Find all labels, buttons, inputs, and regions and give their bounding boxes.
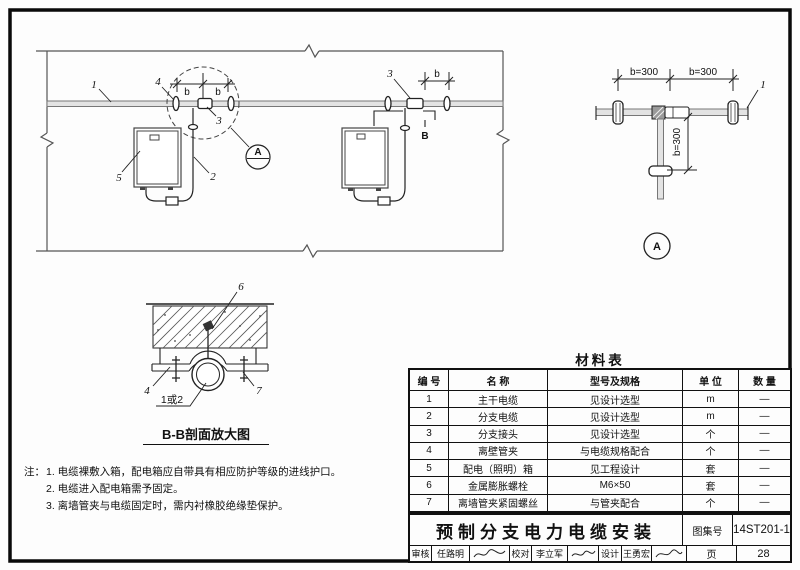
callout-1: 1	[91, 79, 97, 91]
cable-clamp	[727, 100, 739, 125]
detail-a-letter: A	[254, 147, 261, 158]
atlas-no-value: 14ST201-1	[732, 515, 790, 545]
design-label: 设计	[598, 546, 621, 561]
branch-joint	[197, 97, 213, 110]
title-block: 预制分支电力电缆安装 图集号 14ST201-1 审核 任路明 校对 李立军 设…	[408, 513, 792, 563]
right-branch-group: b 3 B B	[341, 68, 455, 206]
note-line-3: 3. 离墙管夹与电缆固定时，需内衬橡胶绝缘垫保护。	[46, 500, 289, 512]
sheet-border	[8, 8, 792, 563]
signature-scribble	[655, 548, 683, 557]
clamp-bolts	[172, 356, 248, 382]
dim-b-left-label: b	[184, 87, 190, 98]
design-name: 王勇宏	[621, 546, 651, 561]
dim-b300-vert: b=300	[672, 128, 683, 157]
table-row: 5 配电（照明）箱 见工程设计 套 —	[410, 459, 790, 477]
detail-a-bubble	[643, 232, 671, 260]
table-row: 7 离墙管夹紧固螺丝 与管夹配合 个 —	[410, 493, 790, 511]
review-label: 审核	[411, 549, 430, 559]
check-label: 校对	[509, 546, 531, 561]
detail-a-bubble-letter: A	[653, 241, 661, 253]
dim-b300-left: b=300	[630, 67, 659, 78]
expansion-bolt	[202, 320, 215, 332]
table-row: 2 分支电缆 见设计选型 m —	[410, 407, 790, 425]
header-no: 编 号	[417, 376, 441, 388]
branch-clamp	[399, 124, 411, 132]
table-row: 6 金属膨胀螺栓 M6×50 套 —	[410, 476, 790, 494]
dim-b300-right: b=300	[689, 67, 718, 78]
notes-block: 注： 1. 电缆裸敷入箱，配电箱应自带具有相应防护等级的进线护口。 2. 电缆进…	[24, 464, 404, 515]
callout-1-detail: 1	[760, 79, 766, 91]
callout-2: 2	[210, 171, 216, 183]
wall-clamp	[384, 95, 392, 112]
materials-table: 编 号 名 称 型号及规格 单 位 数 量 1 主干电缆 见设计选型 m — 2…	[408, 368, 792, 513]
detail-a-drawing: b=300 b=300 b=300 1 A	[595, 67, 766, 260]
left-branch-group: b b	[91, 66, 271, 206]
distribution-box	[341, 127, 389, 191]
callout-3: 3	[215, 115, 222, 127]
wall-clamp	[227, 95, 235, 112]
cable-clamp	[612, 100, 624, 125]
check-signature	[567, 546, 598, 561]
review-signature	[469, 546, 509, 561]
signature-scribble	[473, 548, 505, 557]
distribution-box	[133, 127, 182, 190]
section-mark-b-right: B	[421, 131, 428, 142]
detail-circle	[166, 66, 240, 140]
dim-b-label: b	[434, 69, 440, 80]
box-plate	[356, 133, 366, 140]
design-signature	[651, 546, 686, 561]
check-name: 李立军	[531, 546, 567, 561]
header-unit: 单 位	[682, 370, 738, 390]
joint-sleeve	[664, 106, 690, 119]
callout-4: 4	[155, 76, 161, 88]
notes-prefix: 注：	[24, 466, 45, 478]
branch-joint	[406, 97, 424, 110]
callout-5: 5	[116, 172, 122, 184]
note-line-2: 2. 电缆进入配电箱需予固定。	[46, 483, 184, 495]
page-number: 28	[736, 546, 790, 561]
branch-clamp	[648, 165, 673, 177]
callout-7: 7	[256, 385, 262, 397]
signature-scribble	[571, 550, 595, 556]
cable-fitting	[377, 196, 391, 206]
wall-clamp	[172, 95, 180, 112]
box-plate	[149, 134, 160, 141]
plan-drawing	[36, 43, 511, 259]
atlas-no-label: 图集号	[682, 515, 732, 545]
cable-fitting	[165, 196, 179, 206]
trunk-cable	[46, 100, 504, 107]
callout-6: 6	[238, 281, 244, 293]
materials-table-title: 材料表	[575, 353, 625, 368]
materials-header-row: 编 号 名 称 型号及规格 单 位 数 量	[410, 370, 790, 390]
pipe-clamp	[151, 348, 269, 372]
note-line-1: 1. 电缆裸敷入箱，配电箱应自带具有相应防护等级的进线护口。	[46, 466, 342, 478]
section-bb-caption: B-B剖面放大图	[143, 424, 269, 445]
table-row: 1 主干电缆 见设计选型 m —	[410, 390, 790, 408]
callout-3b: 3	[386, 68, 393, 80]
sheet-title: 预制分支电力电缆安装	[436, 522, 656, 542]
wall-clamp	[443, 95, 451, 112]
branch-cable	[657, 118, 664, 200]
section-bb-drawing: 6 4 7 1或2	[144, 281, 274, 407]
header-qty: 数 量	[738, 370, 790, 390]
dim-b-right-label: b	[215, 87, 221, 98]
header-name: 名 称	[448, 370, 547, 390]
callout-4-bb: 4	[144, 385, 150, 397]
table-row: 3 分支接头 见设计选型 个 —	[410, 424, 790, 442]
cable-1or2-label: 1或2	[161, 394, 183, 406]
branch-clamp	[187, 123, 199, 131]
table-row: 4 离壁管夹 与电缆规格配合 个 —	[410, 441, 790, 460]
page-label: 页	[686, 546, 736, 561]
header-spec: 型号及规格	[547, 370, 682, 390]
detail-a-marker: A	[230, 127, 271, 170]
review-name: 任路明	[431, 546, 469, 561]
